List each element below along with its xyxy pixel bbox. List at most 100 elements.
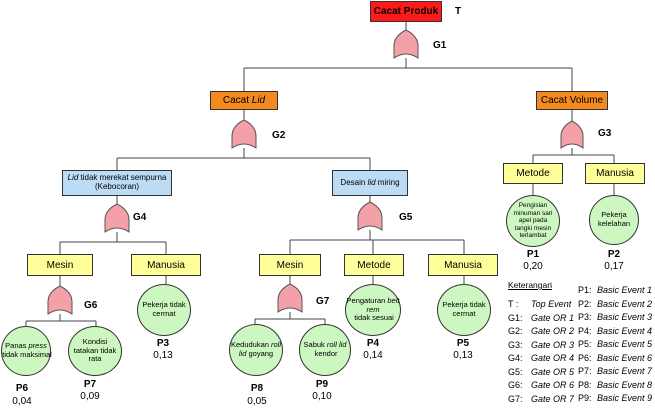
- or-gate-g1: [393, 29, 419, 59]
- legend-desc: Gate OR 3: [531, 339, 575, 350]
- p4-a: Pengaturan: [346, 296, 388, 306]
- legend-desc: Basic Event 6: [597, 352, 653, 363]
- p9-a: Sabuk: [303, 340, 327, 350]
- prob-value-p4: 0,14: [363, 350, 383, 361]
- legend-desc: Basic Event 9: [597, 393, 653, 403]
- manusia-box-mid: Manusia: [428, 254, 498, 276]
- prob-label-p2: P2: [607, 249, 621, 260]
- prob-label-p6: P6: [15, 383, 29, 394]
- gate-label-g2: G2: [272, 130, 286, 141]
- prob-value-p7: 0,09: [80, 391, 100, 402]
- legend-code: G7:: [508, 393, 523, 404]
- p9-text: Sabuk roll lid kendor: [303, 341, 347, 358]
- manusia-box-right: Manusia: [585, 163, 645, 184]
- p9-b: kendor: [312, 349, 338, 358]
- prob-label-p4: P4: [366, 338, 380, 349]
- legend-desc: Basic Event 1: [597, 285, 653, 295]
- basic-event-p4: Pengaturan belt rem tidak sesuai: [345, 284, 401, 336]
- or-gate-g6: [47, 285, 73, 315]
- basic-event-p3: Pekerja tidak cermat: [137, 284, 191, 336]
- p6-b: tidak maksimal: [0, 350, 52, 359]
- top-event-label: Cacat Produk: [373, 6, 439, 17]
- legend-desc: Top Event: [531, 299, 572, 309]
- legend-code: P1:: [578, 285, 592, 295]
- legend-code: G5:: [508, 366, 523, 377]
- top-event-box: Cacat Produk: [370, 1, 442, 22]
- legend-desc: Gate OR 7: [531, 393, 575, 404]
- metode-box-mid: Metode: [344, 254, 404, 276]
- or-gate-g3: [560, 120, 584, 149]
- p8-a: Kedudukan: [230, 340, 272, 350]
- p8-italic: roll lid: [238, 340, 282, 358]
- p3-text: Pekerja tidak cermat: [142, 300, 186, 318]
- prob-label-p5: P5: [456, 338, 470, 349]
- basic-event-p8: Kedudukan roll lid goyang: [229, 324, 283, 376]
- gate-label-g5: G5: [399, 212, 413, 223]
- legend-code: P9:: [578, 393, 592, 403]
- p8-b: goyang: [246, 349, 274, 358]
- p4-text: Pengaturan belt rem tidak sesuai: [346, 296, 400, 323]
- gate-label-g1: G1: [433, 40, 447, 51]
- basic-event-p2: Pekerja kelelahan: [589, 195, 639, 245]
- legend-desc: Gate OR 6: [531, 380, 575, 390]
- p7-text: Kondisi tatakan tidak rata: [73, 337, 117, 364]
- metode-mid-label: Metode: [357, 259, 391, 271]
- p5-text: Pekerja tidak cermat: [442, 300, 486, 318]
- basic-event-p5: Pekerja tidak cermat: [437, 284, 491, 336]
- legend-desc: Basic Event 8: [597, 379, 653, 390]
- or-gate-g7: [277, 283, 303, 313]
- cacat-volume-box: Cacat Volume: [536, 91, 608, 110]
- legend-desc: Basic Event 2: [597, 298, 653, 309]
- p6-text: Panas press tidak maksimal: [0, 342, 52, 359]
- basic-event-p1: Pengisian minuman sari apel pada tangki …: [506, 195, 560, 247]
- legend-desc: Gate OR 4: [531, 353, 575, 363]
- legend-code: P7:: [578, 366, 592, 376]
- or-gate-g2: [231, 119, 257, 149]
- legend-code: P6:: [578, 352, 592, 363]
- basic-event-p6: Panas press tidak maksimal: [0, 326, 52, 376]
- legend-title: Keterangan: [508, 280, 552, 290]
- p9-italic: roll lid: [326, 340, 347, 350]
- p6-italic: press: [28, 341, 47, 351]
- p6-a: Panas: [5, 341, 29, 351]
- prob-label-p1: P1: [526, 249, 540, 260]
- legend-code: G3:: [508, 339, 523, 350]
- legend-code: G4:: [508, 353, 523, 363]
- gate-label-g4: G4: [133, 212, 147, 223]
- desain-prefix: Desain: [340, 177, 368, 187]
- legend-desc: Gate OR 5: [531, 366, 575, 377]
- prob-value-p3: 0,13: [153, 350, 173, 361]
- basic-event-p7: Kondisi tatakan tidak rata: [68, 326, 122, 376]
- prob-label-p7: P7: [83, 379, 97, 390]
- mesin-mid-label: Mesin: [276, 259, 304, 271]
- gate-label-g3: G3: [598, 128, 612, 139]
- legend-code: G6:: [508, 380, 523, 390]
- p4-italic: belt rem: [366, 296, 400, 314]
- p8-text: Kedudukan roll lid goyang: [231, 341, 281, 358]
- p4-b: tidak sesuai: [352, 313, 394, 323]
- lid-tidak-merekat-label: Lid tidak merekat sempurna (Kebocoran): [63, 173, 171, 192]
- desain-suffix: miring: [375, 177, 400, 187]
- gate-label-g6: G6: [84, 300, 98, 311]
- p1-text: Pengisian minuman sari apel pada tangki …: [513, 202, 553, 240]
- legend-code: P2:: [578, 298, 592, 309]
- desain-italic: lid: [367, 177, 376, 187]
- or-gate-g4: [104, 203, 130, 233]
- manusia-right-label: Manusia: [596, 168, 634, 179]
- prob-value-p2: 0,17: [604, 261, 624, 272]
- p2-text: Pekerja kelelahan: [597, 210, 631, 228]
- top-event-tag: T: [455, 6, 462, 17]
- mesin-box-mid: Mesin: [259, 254, 321, 276]
- cacat-lid-prefix: Cacat: [222, 95, 252, 106]
- mesin-left-label: Mesin: [46, 259, 74, 271]
- legend-title-colon: :: [550, 279, 553, 289]
- legend-desc: Gate OR 2: [531, 326, 575, 336]
- gate-label-g7: G7: [316, 296, 330, 307]
- prob-value-p1: 0,20: [523, 261, 543, 272]
- prob-value-p9: 0,10: [312, 391, 332, 402]
- legend-code: P5:: [578, 339, 592, 349]
- legend-desc: Basic Event 3: [597, 312, 653, 322]
- legend-desc: Gate OR 1: [531, 312, 575, 323]
- cacat-lid-box: Cacat Lid: [210, 91, 278, 110]
